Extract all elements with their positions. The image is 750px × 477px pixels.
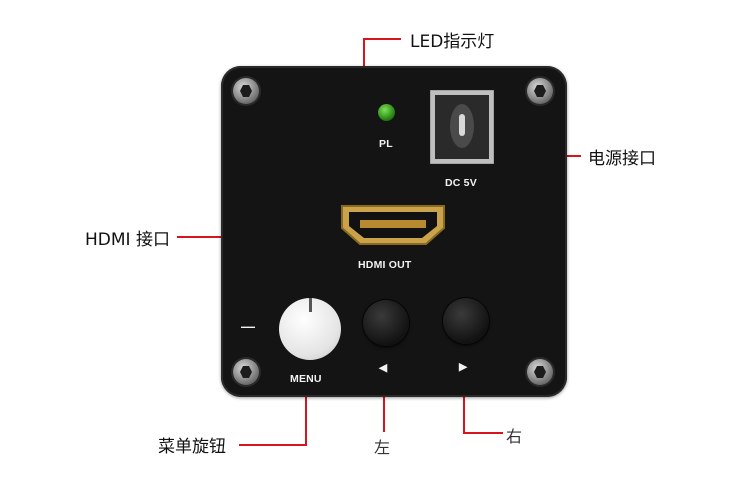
- minus-label: —: [241, 318, 256, 334]
- dc-jack-icon[interactable]: [430, 90, 494, 164]
- left-callout-label: 左: [374, 438, 391, 457]
- right-button[interactable]: [443, 298, 489, 344]
- right-callout-label: 右: [506, 427, 523, 446]
- left-button[interactable]: [363, 300, 409, 346]
- right-callout-line-h: [463, 432, 503, 434]
- screw-icon: [233, 359, 259, 385]
- menu-callout-line-h: [239, 444, 307, 446]
- menu-knob[interactable]: [279, 298, 341, 360]
- hdmi-port-icon[interactable]: [340, 204, 446, 246]
- dc-5v-label: DC 5V: [445, 177, 477, 189]
- hdmi-out-label: HDMI OUT: [358, 259, 412, 271]
- right-arrow-label: ▶: [459, 361, 468, 373]
- screw-icon: [527, 359, 553, 385]
- screw-icon: [527, 78, 553, 104]
- power-callout-label: 电源接口: [588, 149, 656, 169]
- knob-icon: [309, 298, 312, 312]
- menu-callout-line-v: [305, 348, 307, 446]
- pl-label: PL: [379, 138, 393, 150]
- camera-back-panel: PL DC 5V HDMI OUT — MENU ◀ ▶: [221, 66, 567, 397]
- led-callout-line-h: [363, 38, 401, 40]
- left-arrow-label: ◀: [379, 362, 388, 374]
- screw-icon: [233, 78, 259, 104]
- hdmi-callout-label: HDMI 接口: [85, 230, 170, 250]
- menu-knob-callout-label: 菜单旋钮: [158, 437, 226, 457]
- led-icon: [378, 104, 395, 121]
- menu-label: MENU: [290, 373, 322, 385]
- led-callout-label: LED指示灯: [410, 32, 495, 52]
